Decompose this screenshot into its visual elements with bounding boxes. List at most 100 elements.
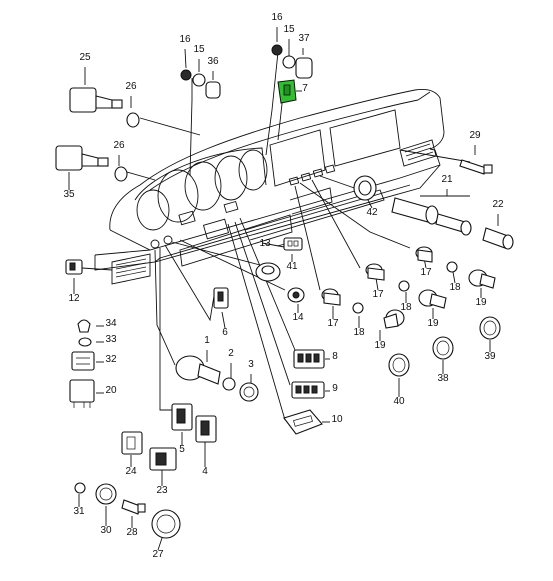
callout-18c: 18 <box>353 327 365 338</box>
callout-38: 38 <box>437 373 449 384</box>
callout-41: 41 <box>286 261 298 272</box>
callout-30: 30 <box>100 525 112 536</box>
part-19b-switch <box>418 289 447 309</box>
part-3-knob <box>239 382 259 402</box>
part-round-switch-dash <box>255 262 281 282</box>
part-12-switch <box>65 259 83 275</box>
part-9-connector <box>291 381 325 399</box>
callout-28: 28 <box>126 527 138 538</box>
callout-9: 9 <box>332 383 338 394</box>
callout-3: 3 <box>248 359 254 370</box>
callout-7: 7 <box>302 83 308 94</box>
part-29-bulb <box>459 159 493 175</box>
callout-15b: 15 <box>283 24 295 35</box>
callout-8: 8 <box>332 351 338 362</box>
callout-20: 20 <box>105 385 117 396</box>
part-14-knob <box>287 287 305 303</box>
part-38-cap <box>432 336 454 360</box>
leader-lines <box>68 27 499 551</box>
part-19a-switch <box>468 269 496 289</box>
callout-40: 40 <box>393 396 405 407</box>
part-group-16-15-36 <box>180 69 221 99</box>
part-17c-switch <box>321 288 341 306</box>
callout-27: 27 <box>152 549 164 560</box>
callout-22: 22 <box>492 199 504 210</box>
callout-10: 10 <box>331 414 343 425</box>
callout-13: 13 <box>259 238 271 249</box>
part-23-switch <box>149 447 177 471</box>
part-28-bulb <box>121 499 146 515</box>
part-27-cap <box>151 509 181 539</box>
part-25-switch <box>69 87 123 113</box>
callout-24: 24 <box>125 466 137 477</box>
callout-36: 36 <box>207 56 219 67</box>
part-18c-cap <box>352 302 364 314</box>
callout-31: 31 <box>73 506 85 517</box>
part-35-switch <box>55 145 109 171</box>
callout-18a: 18 <box>449 282 461 293</box>
part-26b-knob <box>114 166 128 182</box>
callout-42: 42 <box>366 207 378 218</box>
callout-35: 35 <box>63 189 75 200</box>
callout-34: 34 <box>105 318 117 329</box>
part-8-connector <box>293 349 325 369</box>
callout-6: 6 <box>222 327 228 338</box>
callout-1: 1 <box>204 335 210 346</box>
part-32-relay <box>71 351 95 371</box>
callout-29: 29 <box>469 130 481 141</box>
part-10-plate <box>283 409 323 435</box>
callout-26a: 26 <box>125 81 137 92</box>
callout-33: 33 <box>105 334 117 345</box>
part-19c-switch <box>383 309 405 329</box>
callout-37: 37 <box>298 33 310 44</box>
parts <box>55 44 514 539</box>
callout-19c: 19 <box>374 340 386 351</box>
callout-32: 32 <box>105 354 117 365</box>
callout-17b: 17 <box>372 289 384 300</box>
callout-17c: 17 <box>327 318 339 329</box>
part-1-rotary-switch <box>175 355 221 385</box>
part-30-ring <box>95 483 117 505</box>
part-4-switch <box>195 415 217 443</box>
callout-12: 12 <box>68 293 80 304</box>
callout-21: 21 <box>441 174 453 185</box>
callout-25: 25 <box>79 52 91 63</box>
part-41-connector <box>283 237 303 251</box>
callout-18b: 18 <box>400 302 412 313</box>
part-7-highlighted-switch <box>277 79 297 104</box>
callout-15a: 15 <box>193 44 205 55</box>
part-17a-switch <box>415 246 433 263</box>
part-6-switch <box>213 287 229 309</box>
part-42-ring <box>353 175 377 201</box>
part-18a-cap <box>446 261 458 273</box>
part-17b-switch <box>365 263 385 281</box>
callout-14: 14 <box>292 312 304 323</box>
part-31-nut <box>74 482 86 494</box>
part-18b-cap <box>398 280 410 292</box>
part-22-plug <box>482 227 514 250</box>
callout-39: 39 <box>484 351 496 362</box>
part-33-nut <box>78 337 92 347</box>
callout-19a: 19 <box>475 297 487 308</box>
callout-16a: 16 <box>179 34 191 45</box>
callout-4: 4 <box>202 466 208 477</box>
part-2-knob <box>222 377 236 391</box>
callout-labels: 1615361615377252626352921224213411718171… <box>63 12 504 560</box>
part-group-16-15-37 <box>271 44 313 79</box>
callout-5: 5 <box>179 444 185 455</box>
part-24-switch <box>121 431 143 455</box>
callout-26b: 26 <box>113 140 125 151</box>
callout-23: 23 <box>156 485 168 496</box>
part-39-cap <box>479 316 501 340</box>
part-40-cap <box>388 353 410 377</box>
callout-19b: 19 <box>427 318 439 329</box>
dashboard <box>94 88 445 285</box>
part-5-switch <box>171 403 193 431</box>
callout-2: 2 <box>228 348 234 359</box>
part-34-clip <box>77 319 91 333</box>
callout-17a: 17 <box>420 267 432 278</box>
callout-16b: 16 <box>271 12 283 23</box>
part-20-relay <box>69 379 95 408</box>
